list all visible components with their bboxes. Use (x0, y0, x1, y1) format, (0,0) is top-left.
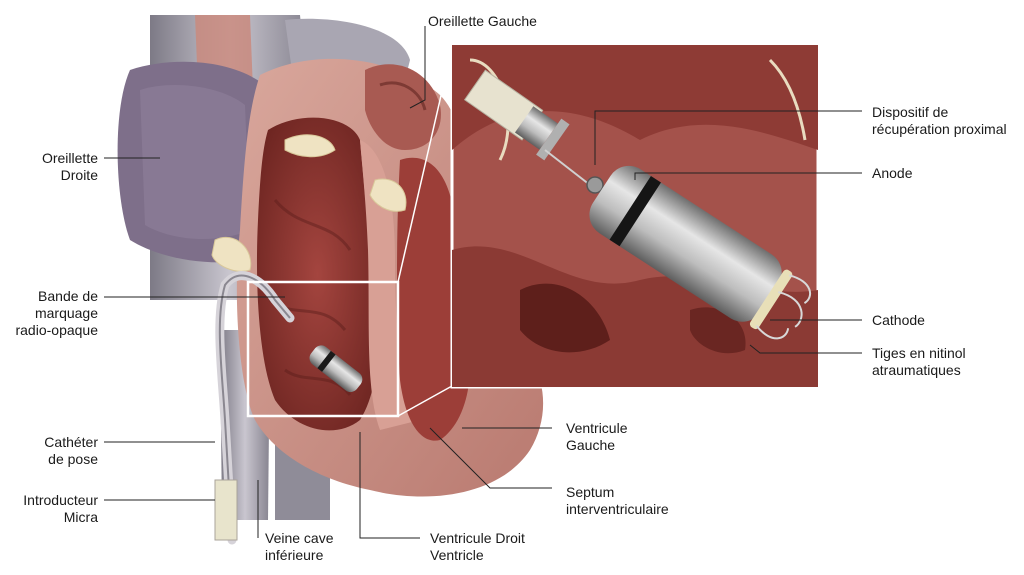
zoom-source-box (246, 280, 400, 418)
label-catheter: Cathéter de pose (44, 434, 98, 467)
right-ventricle-cavity (256, 117, 379, 431)
label-oreillette-gauche: Oreillette Gauche (428, 13, 537, 29)
label-dispositif: Dispositif de récupération proximal (872, 104, 1007, 137)
septum-wall (360, 140, 420, 430)
left-atrium-shape (365, 64, 441, 150)
label-tiges: Tiges en nitinol atraumatiques (872, 345, 966, 378)
label-anode: Anode (872, 165, 913, 181)
label-ventricule-droit: Ventricule Droit Ventricle (430, 530, 525, 563)
label-veine-cave: Veine cave inférieure (265, 530, 334, 563)
leader-lines (104, 26, 862, 539)
micra-introducer (214, 479, 238, 541)
label-oreillette-droite: Oreillette Droite (41, 150, 98, 183)
label-bande-marquage: Bande de marquage radio-opaque (15, 288, 98, 338)
label-ventricule-gauche: Ventricule Gauche (566, 420, 628, 453)
label-cathode: Cathode (872, 312, 925, 328)
inset-zoom-view (450, 43, 820, 389)
micra-device-small (309, 345, 363, 393)
label-septum: Septum interventriculaire (566, 484, 669, 517)
label-introducteur: Introducteur Micra (23, 492, 98, 525)
